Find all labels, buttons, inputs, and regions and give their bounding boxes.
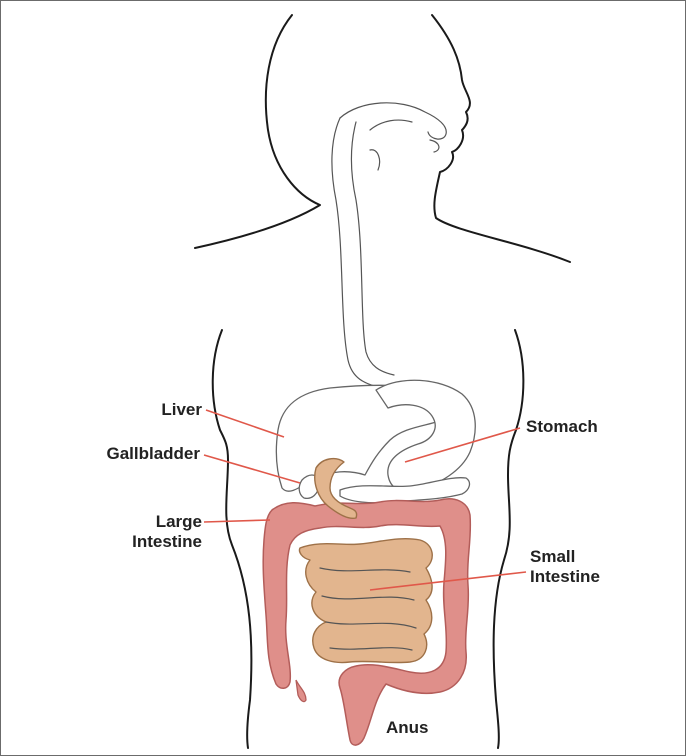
stomach-label: Stomach	[526, 417, 598, 437]
small-intestine-label-line1: Small	[530, 547, 575, 567]
large-intestine-label-line1: Large	[110, 512, 202, 532]
left-torso-outline	[213, 330, 252, 748]
esophagus	[332, 103, 446, 388]
mouth-outline	[340, 103, 446, 152]
liver-label: Liver	[110, 400, 202, 420]
small-intestine-label-line2: Intestine	[530, 567, 600, 587]
small-intestine-loops	[299, 539, 432, 663]
right-torso-outline	[494, 330, 524, 748]
large-intestine-label-line2: Intestine	[110, 532, 202, 552]
esophagus-left-wall	[332, 118, 382, 388]
head-outline	[195, 15, 570, 262]
upper-organs	[276, 380, 475, 503]
gallbladder-label: Gallbladder	[60, 444, 200, 464]
appendix-shape	[296, 680, 306, 702]
throat-outline	[370, 120, 412, 170]
anus-label: Anus	[386, 718, 429, 738]
large-intestine-leader	[204, 520, 270, 522]
esophagus-right-wall	[352, 122, 395, 375]
